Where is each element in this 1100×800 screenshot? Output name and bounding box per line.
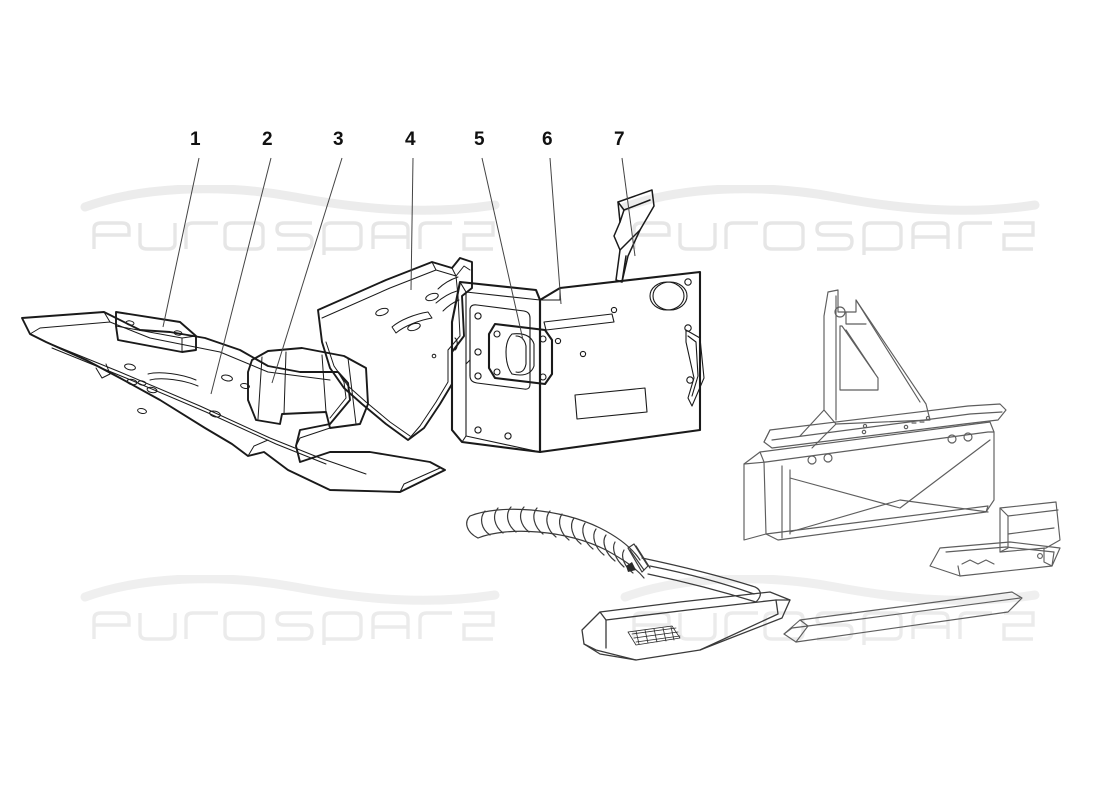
part-sill-cover-panel <box>21 311 446 493</box>
leader-line-5 <box>481 157 524 341</box>
callout-number-1: 1 <box>190 129 201 150</box>
ribbed-tunnel-panel-ribs <box>257 351 357 429</box>
assembly-flexible-corrugated-duct <box>466 506 761 603</box>
callout-number-5: 5 <box>474 129 485 150</box>
reinforcement-strip-detail <box>115 320 197 353</box>
part-reinforcement-strip <box>115 311 197 353</box>
leader-line-3 <box>271 157 343 384</box>
mesh-grille-pattern <box>627 625 681 646</box>
callout-number-3: 3 <box>333 129 344 150</box>
leader-line-7 <box>621 157 636 257</box>
floor-pan-panel-detail <box>321 261 471 441</box>
oval-grommet-plate-detail <box>493 330 547 381</box>
assembly-mesh-grille-tray <box>581 591 791 661</box>
firewall-right-features <box>539 278 705 420</box>
leader-line-4 <box>410 157 414 291</box>
assembly-rear-sill-strip <box>783 591 1023 643</box>
leader-line-2 <box>210 157 272 395</box>
part-oval-grommet-plate <box>487 322 554 386</box>
callout-number-7: 7 <box>614 129 625 150</box>
assembly-chassis-frame-rails <box>743 289 1061 577</box>
leader-line-1 <box>162 157 200 328</box>
firewall-panel-detail <box>454 281 541 453</box>
callout-number-6: 6 <box>542 129 553 150</box>
sill-cover-inner-edges <box>21 311 441 493</box>
leader-line-6 <box>549 157 562 305</box>
callout-number-4: 4 <box>405 129 416 150</box>
callout-number-2: 2 <box>262 129 273 150</box>
